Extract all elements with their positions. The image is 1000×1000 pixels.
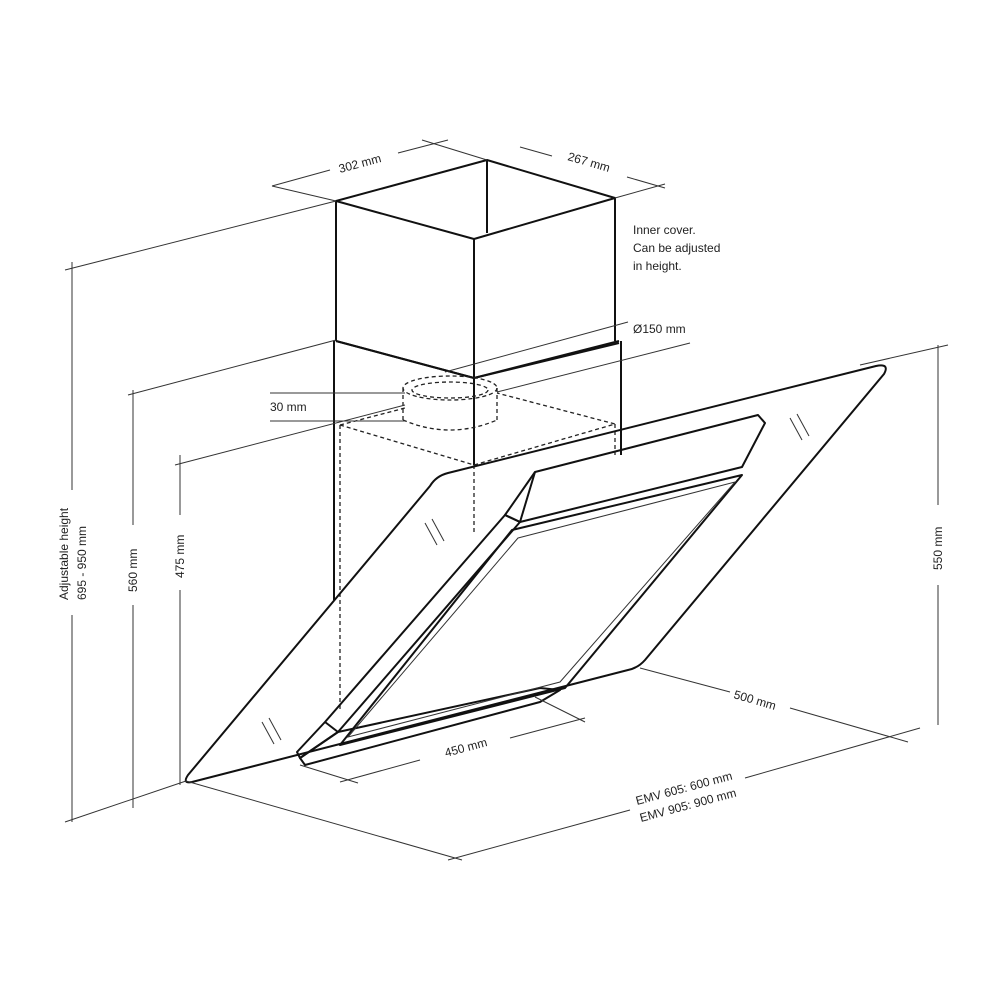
duct-height-label: 30 mm — [270, 400, 307, 414]
inner-cover-note-line2: Can be adjusted — [633, 241, 720, 255]
height-550-label: 550 mm — [931, 527, 945, 570]
duct-collar — [402, 375, 498, 431]
inner-cover-note-line3: in height. — [633, 259, 682, 273]
dimension-lines — [64, 139, 949, 861]
depth-500-label: 500 mm — [732, 687, 778, 712]
duct-diameter-label: Ø150 mm — [633, 322, 686, 336]
chimney-width-label: 302 mm — [337, 151, 383, 176]
width-450-label: 450 mm — [443, 735, 489, 760]
glass-panel — [184, 364, 887, 784]
chimney-outer-cover — [333, 340, 622, 710]
adjustable-height-label: Adjustable height — [57, 507, 71, 600]
glass-hatch-icon — [261, 413, 810, 745]
inner-cover-note-line1: Inner cover. — [633, 223, 696, 237]
chimney-depth-label: 267 mm — [566, 149, 612, 174]
adjustable-height-value: 695 - 950 mm — [75, 526, 89, 600]
height-560-label: 560 mm — [126, 549, 140, 592]
height-475-label: 475 mm — [173, 535, 187, 578]
chimney-inner-cover — [335, 159, 620, 379]
